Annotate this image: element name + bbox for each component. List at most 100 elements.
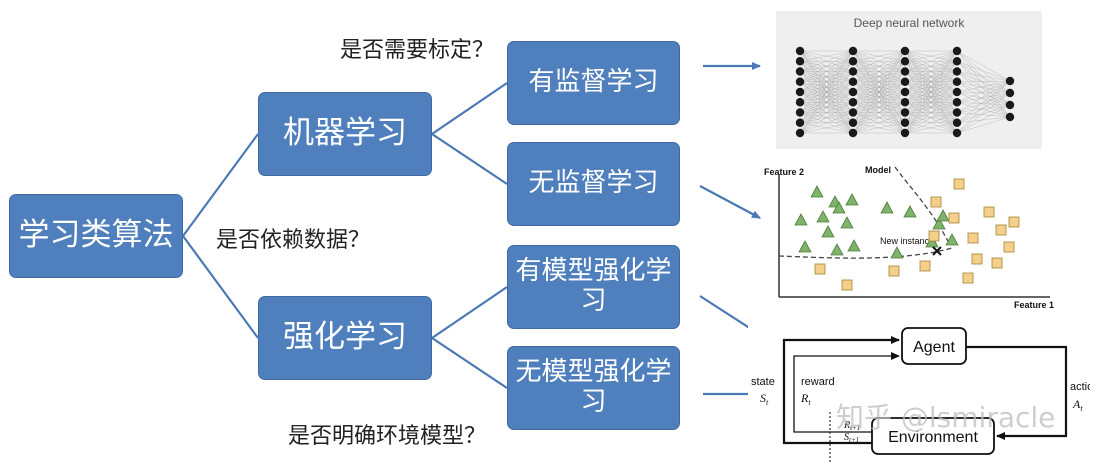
model-boundary-upper <box>894 166 951 246</box>
dnn-neuron <box>848 67 858 76</box>
class-b-point <box>930 196 942 208</box>
dnn-neuron <box>952 108 962 117</box>
environment-label: Environment <box>888 429 978 446</box>
class-b-squares <box>814 178 1020 291</box>
class-b-point <box>841 279 853 291</box>
dnn-neuron <box>848 108 858 117</box>
class-b-point <box>971 253 983 265</box>
dnn-neuron <box>952 77 962 86</box>
y-axis-label: Feature 2 <box>764 167 804 177</box>
next-reward-symbol: Rt+1 <box>843 420 860 432</box>
class-a-point <box>794 213 808 226</box>
dnn-nodes <box>795 46 1015 138</box>
class-a-point <box>903 205 917 218</box>
agent-label: Agent <box>913 339 955 356</box>
class-a-point <box>880 201 894 214</box>
class-a-point <box>945 233 959 246</box>
x-axis-label: Feature 1 <box>1014 300 1054 310</box>
dnn-neuron <box>795 46 805 56</box>
dnn-neuron <box>848 118 858 127</box>
state-symbol: St <box>760 391 769 407</box>
state-arrow <box>782 336 900 445</box>
class-a-point <box>840 216 854 229</box>
dnn-neuron <box>900 118 910 127</box>
model-boundary-lower <box>778 247 953 259</box>
dnn-neuron <box>900 46 910 56</box>
question-data-dependency: 是否依赖数据？ <box>216 228 371 253</box>
dnn-neuron <box>795 87 805 97</box>
action-arrow <box>966 345 1068 440</box>
dnn-edges <box>799 50 1011 134</box>
new-instance-label: New instance <box>880 236 934 246</box>
cluster-plot: Feature 2 Feature 1 Model New instance <box>764 165 1054 310</box>
class-b-point <box>928 230 940 242</box>
connector-ml-unsupervised <box>431 133 508 185</box>
dnn-neuron <box>795 108 805 117</box>
model-based-rl-node: 有模型强化学习 <box>507 245 680 329</box>
clustering-figure: Feature 2 Feature 1 Model New instance <box>762 160 1058 310</box>
class-b-point <box>919 260 931 272</box>
reward-symbol: Rt <box>800 391 811 407</box>
action-label: action <box>1070 381 1090 393</box>
class-b-point <box>953 178 965 190</box>
class-a-point <box>810 185 824 198</box>
class-a-point <box>816 210 830 223</box>
dnn-neuron <box>900 77 910 86</box>
dnn-neuron <box>952 46 962 56</box>
connector-rl-modelfree <box>431 337 508 389</box>
question-calibration: 是否需要标定？ <box>340 38 495 63</box>
dnn-graph <box>795 46 1015 138</box>
rl-loop-diagram: Agent Environment state St reward Rt act… <box>751 327 1090 462</box>
dnn-neuron <box>848 87 858 97</box>
dnn-neuron <box>795 67 805 76</box>
machine-learning-node: 机器学习 <box>258 92 432 176</box>
next-state-symbol: St+1 <box>844 432 859 444</box>
dnn-neuron <box>900 87 910 97</box>
class-b-point <box>1003 241 1015 253</box>
model-free-rl-node: 无模型强化学习 <box>507 346 680 430</box>
root-node: 学习类算法 <box>9 194 183 278</box>
class-a-point <box>832 201 846 214</box>
environment-box <box>871 417 995 455</box>
dnn-neuron <box>848 77 858 86</box>
dnn-neuron <box>952 67 962 76</box>
connector-rl-modelbased <box>431 286 508 339</box>
dnn-neuron <box>795 128 805 138</box>
connector-ml-supervised <box>431 82 508 135</box>
dnn-neuron <box>952 87 962 97</box>
dnn-neuron <box>795 98 805 107</box>
class-b-point <box>983 206 995 218</box>
class-a-point <box>890 246 904 259</box>
class-a-point <box>847 239 861 252</box>
dnn-neuron <box>900 128 910 138</box>
arrow-unsupervised-cluster <box>699 185 761 219</box>
action-symbol: At <box>1072 397 1083 413</box>
class-a-point <box>821 225 835 238</box>
class-b-point <box>967 232 979 244</box>
class-b-point <box>1008 216 1020 228</box>
new-instance-marker <box>932 246 942 256</box>
dnn-neuron <box>952 128 962 138</box>
class-b-point <box>995 224 1007 236</box>
class-b-point <box>991 257 1003 269</box>
dnn-neuron <box>795 118 805 127</box>
class-a-point <box>845 193 859 206</box>
dnn-neuron <box>900 67 910 76</box>
dnn-neuron <box>952 118 962 127</box>
dnn-neuron <box>848 57 858 66</box>
dnn-neuron <box>848 128 858 138</box>
reinforcement-learning-node: 强化学习 <box>258 296 432 380</box>
dnn-neuron <box>848 98 858 107</box>
class-b-point <box>948 212 960 224</box>
dnn-neuron <box>1005 100 1015 110</box>
dnn-neuron <box>795 77 805 86</box>
class-a-point <box>798 240 812 253</box>
dnn-neuron <box>900 108 910 117</box>
class-a-triangles <box>794 185 959 259</box>
dnn-title: Deep neural network <box>853 16 965 30</box>
class-b-point <box>814 263 826 275</box>
dnn-neuron <box>795 57 805 66</box>
connector-root-rl <box>182 235 259 339</box>
dnn-neuron <box>848 46 858 56</box>
